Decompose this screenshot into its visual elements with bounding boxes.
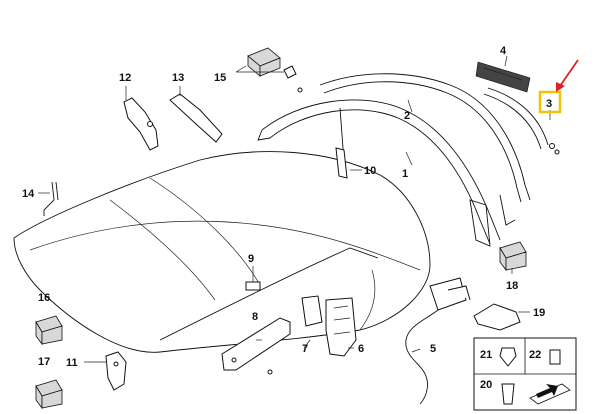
highlight-3 bbox=[538, 59, 579, 114]
pad-16 bbox=[35, 315, 63, 346]
callout-17: 17 bbox=[38, 356, 50, 368]
callout-12: 12 bbox=[119, 72, 131, 84]
callout-5: 5 bbox=[430, 343, 436, 355]
callout-10: 10 bbox=[364, 165, 376, 177]
leader-lines bbox=[38, 55, 551, 363]
callout-15: 15 bbox=[214, 72, 226, 84]
clip-15 bbox=[235, 47, 303, 93]
pad-17 bbox=[35, 379, 63, 410]
seal-strip bbox=[483, 87, 560, 155]
red-arrow-icon bbox=[559, 59, 579, 87]
motor-5 bbox=[405, 277, 471, 405]
callout-8: 8 bbox=[252, 311, 258, 323]
rubber-strip bbox=[475, 61, 531, 93]
callout-11: 11 bbox=[66, 357, 78, 369]
bracket-8 bbox=[221, 317, 291, 375]
callout-9: 9 bbox=[248, 253, 254, 265]
callout-18: 18 bbox=[506, 280, 518, 292]
callout-2: 2 bbox=[404, 110, 410, 122]
callouts: 1 2 3 4 5 6 7 8 9 10 11 12 13 14 15 16 1… bbox=[22, 45, 552, 391]
callout-6: 6 bbox=[358, 343, 364, 355]
bracket-12 bbox=[123, 97, 159, 151]
fastener-box bbox=[473, 337, 577, 411]
frame-front-bow bbox=[319, 73, 531, 203]
callout-16: 16 bbox=[38, 292, 50, 304]
clip-19 bbox=[473, 303, 521, 331]
callout-14: 14 bbox=[22, 188, 35, 200]
callout-4: 4 bbox=[500, 45, 507, 57]
vertical-bracket bbox=[335, 147, 348, 179]
lock-7 bbox=[301, 295, 323, 327]
callout-22: 22 bbox=[529, 349, 541, 361]
lock-6 bbox=[325, 297, 357, 357]
soft-top-cover bbox=[13, 151, 431, 353]
callout-20: 20 bbox=[480, 379, 492, 391]
callout-7: 7 bbox=[302, 343, 308, 355]
pad-18 bbox=[499, 241, 527, 272]
callout-13: 13 bbox=[172, 72, 184, 84]
frame-main bbox=[257, 99, 516, 247]
rod-14 bbox=[43, 181, 59, 216]
callout-19: 19 bbox=[533, 307, 545, 319]
hinge-11 bbox=[105, 351, 127, 391]
highlight-box bbox=[538, 90, 562, 114]
trim-13 bbox=[169, 93, 223, 143]
callout-1: 1 bbox=[402, 168, 408, 180]
callout-3: 3 bbox=[546, 98, 552, 110]
callout-21: 21 bbox=[480, 349, 492, 361]
